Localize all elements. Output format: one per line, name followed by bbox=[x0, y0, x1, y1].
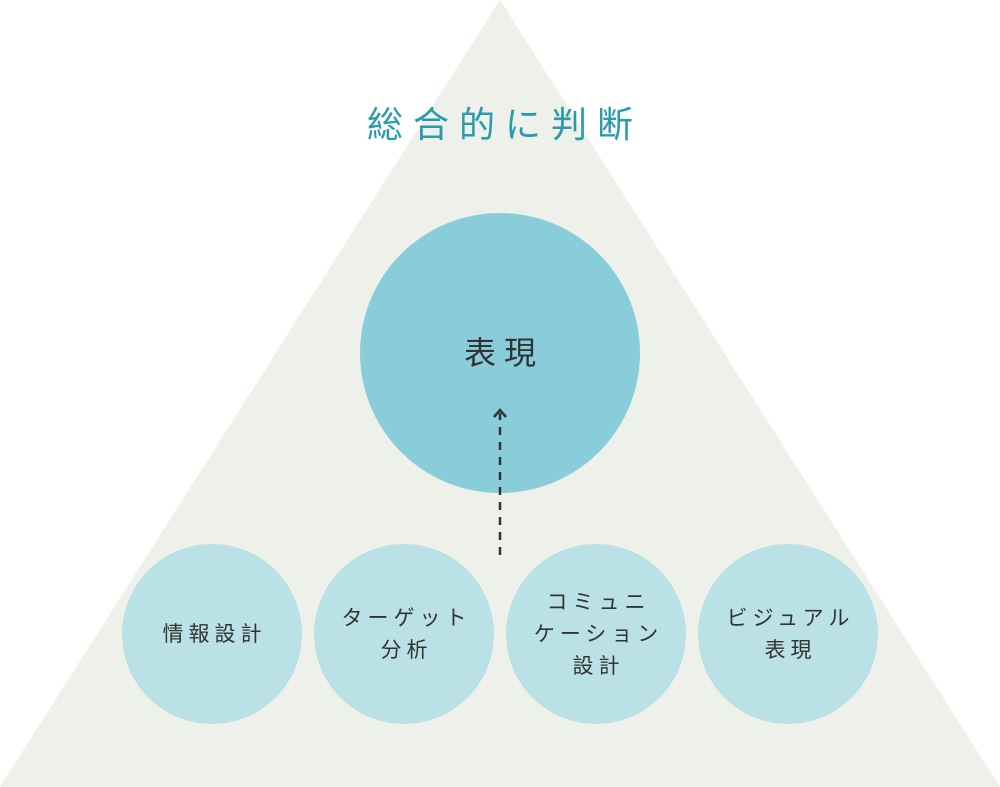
foundation-circle-visual-expression: ビジュアル 表現 bbox=[698, 544, 878, 724]
foundation-circle-info-design: 情報設計 bbox=[122, 544, 302, 724]
foundation-label: 情報設計 bbox=[162, 622, 267, 646]
center-circle: 表現 bbox=[360, 213, 640, 493]
diagram-title: 総合的に判断 bbox=[366, 105, 643, 146]
foundation-circle-target-analysis: ターゲット 分析 bbox=[314, 544, 494, 724]
foundation-label: コミュニ ケーション 設計 bbox=[533, 590, 664, 678]
foundation-label: ターゲット 分析 bbox=[341, 606, 472, 662]
foundation-circle-communication-design: コミュニ ケーション 設計 bbox=[506, 544, 686, 724]
center-label: 表現 bbox=[463, 334, 544, 372]
foundation-label: ビジュアル 表現 bbox=[726, 606, 855, 662]
